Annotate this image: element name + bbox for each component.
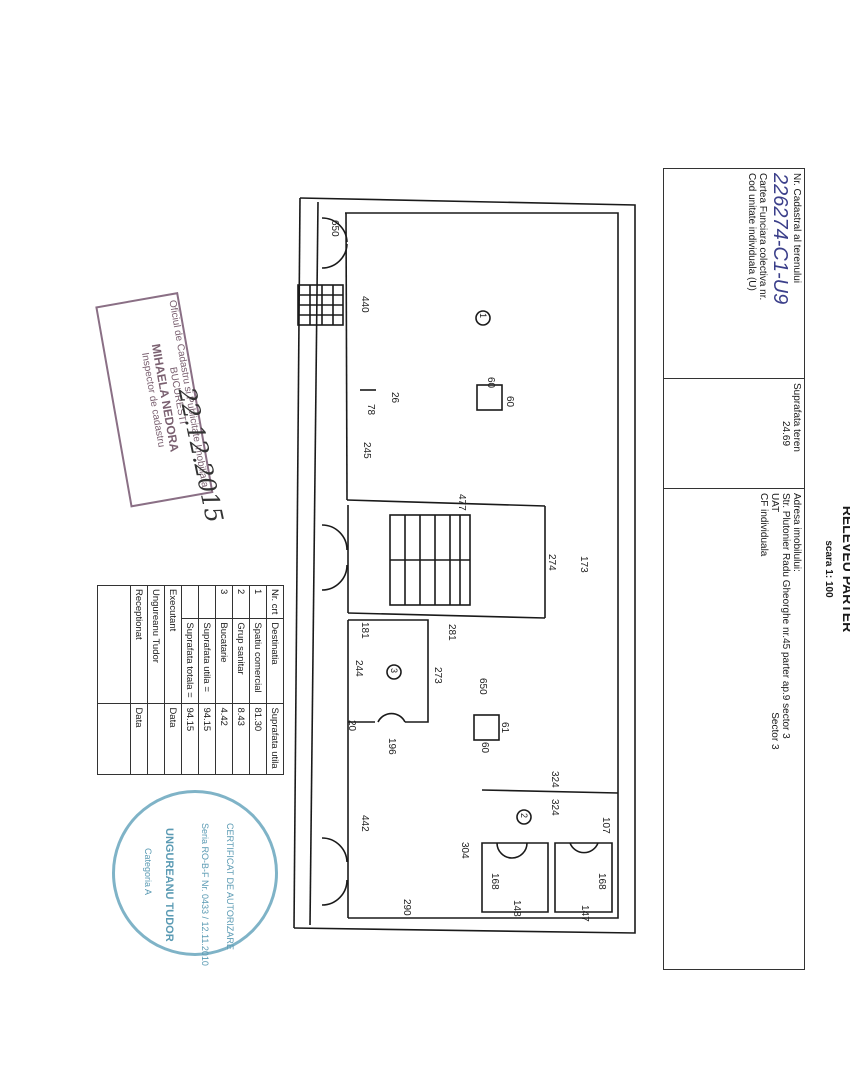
util-value: 94.15 (198, 703, 216, 775)
col-supr: Suprafata utila (266, 703, 284, 775)
plan-scale: scara 1: 100 (823, 540, 834, 598)
row-dest: Grup sanitar (232, 618, 250, 704)
dim-label: 244 (353, 660, 364, 677)
dim-label: 304 (459, 842, 470, 859)
authorization-stamp: CERTIFICAT DE AUTORIZARE Seria RO-B-F Nr… (112, 790, 278, 966)
pillar-dim: 61 (499, 722, 510, 734)
receptionat-label: Receptionat (130, 585, 148, 704)
dim-label: 245 (361, 442, 372, 459)
carte-funciara-label: Cartea Funciara colectiva nr. (757, 173, 768, 301)
round-stamp-top: CERTIFICAT DE AUTORIZARE (225, 823, 235, 950)
data-label: Data (164, 703, 182, 775)
room-number-1: 1 (478, 313, 488, 319)
uat-value: Sector 3 (769, 712, 780, 750)
cod-unitate-label: Cod unitate individuala (U) (746, 173, 757, 291)
cf-label: CF individuala (758, 493, 769, 557)
dim-label: 324 (549, 771, 560, 788)
col-nr: Nr. crt (266, 585, 284, 619)
cadastral-cell: Nr. Cadastral al terenului 226274-C1-U9 … (664, 169, 804, 379)
dim-label: 324 (549, 799, 560, 816)
executant-label: Executant (164, 585, 182, 704)
round-stamp-cat: Categoria A (143, 848, 153, 896)
suprafata-value: 24.69 (780, 420, 791, 447)
row-nr: 3 (215, 585, 233, 619)
data-label-2: Data (130, 703, 148, 775)
adresa-label: Adresa imobilului: (791, 493, 802, 572)
row-dest: Spatiu comercial (249, 618, 267, 704)
row-dest: Bucatarie (215, 618, 233, 704)
total-value: 94.15 (181, 703, 199, 775)
row-nr: 1 (249, 585, 267, 619)
dim-label: 650 (329, 220, 340, 237)
dim-label: 107 (600, 817, 611, 834)
dim-label: 168 (596, 873, 607, 890)
dim-label: 290 (401, 899, 412, 916)
util-label: Suprafata utila = (198, 618, 216, 704)
adresa-value: Str. Plutonier Radu Gheorghe nr.45 parte… (780, 493, 791, 739)
dim-label: 20 (346, 720, 357, 732)
row-nr: 2 (232, 585, 250, 619)
dim-label: 274 (546, 554, 557, 571)
pillar-dim: 60 (479, 742, 490, 754)
suprafata-label: Suprafata teren (791, 383, 802, 452)
plan-title: RELEVEU PARTER (840, 505, 850, 633)
room-number-2: 2 (519, 813, 529, 819)
row-supr: 8.43 (232, 703, 250, 775)
dim-label: 477 (456, 494, 467, 511)
room-number-3: 3 (389, 668, 399, 674)
dim-label: 650 (477, 678, 488, 695)
pillar-dim: 60 (485, 377, 496, 389)
dim-label: 173 (578, 556, 589, 573)
suprafata-cell: Suprafata teren 24.69 (664, 379, 804, 489)
dim-label: 442 (359, 815, 370, 832)
dim-label: 26 (389, 392, 400, 404)
total-label: Suprafata totala = (181, 618, 199, 704)
header-table: RELEVEU PARTER scara 1: 100 Nr. Cadastra… (663, 168, 850, 970)
dim-label: 78 (365, 404, 376, 416)
uat-label: UAT (769, 493, 780, 513)
dim-label: 148 (511, 900, 522, 917)
round-stamp-mid: Seria RO-B-F Nr. 0433 / 12.11.2010 (200, 823, 210, 966)
col-dest: Destinatia (266, 618, 284, 704)
nr-cadastral-label: Nr. Cadastral al terenului (791, 173, 802, 284)
dim-label: 147 (579, 905, 590, 922)
dim-label: 196 (386, 738, 397, 755)
round-stamp-name: UNGUREANU TUDOR (163, 828, 175, 942)
adresa-cell: Adresa imobilului: Str. Plutonier Radu G… (664, 489, 804, 969)
dim-label: 181 (359, 622, 370, 639)
dim-label: 273 (432, 667, 443, 684)
row-supr: 4.42 (215, 703, 233, 775)
dim-label: 281 (446, 624, 457, 641)
dim-label: 440 (359, 296, 370, 313)
pillar-dim: 60 (504, 396, 515, 408)
nr-cadastral-value: 226274-C1-U9 (769, 173, 791, 305)
dim-label: 168 (489, 873, 500, 890)
executant-name: Ungureanu Tudor (147, 585, 165, 704)
row-supr: 81.30 (249, 703, 267, 775)
